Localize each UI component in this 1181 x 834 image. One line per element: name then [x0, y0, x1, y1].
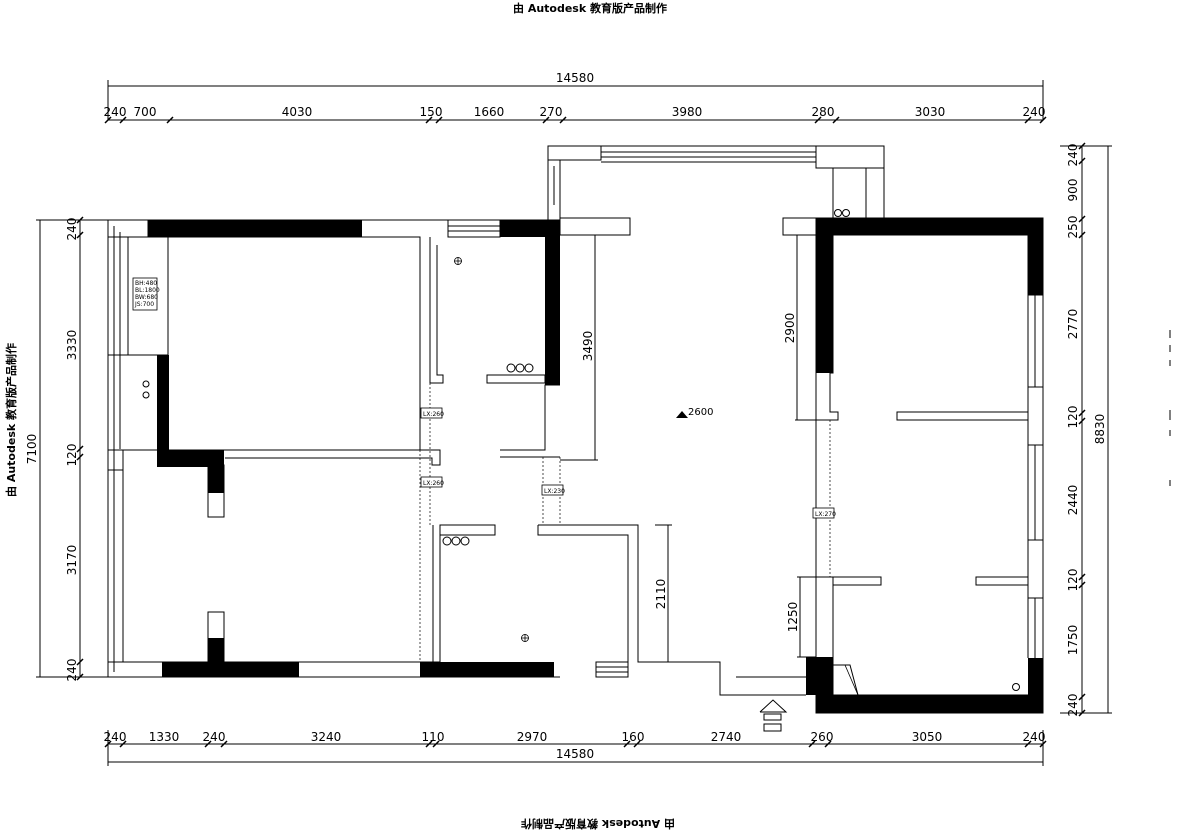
interior-dimensions [560, 234, 816, 663]
dim-interior-2110: 2110 [654, 579, 668, 610]
dim-right-3: 2770 [1066, 309, 1080, 340]
dim-top-2: 4030 [282, 105, 313, 119]
dim-right-1: 900 [1066, 179, 1080, 202]
dim-right-total: 8830 [1093, 414, 1107, 445]
watermark-top-partial: 由 Autodesk 教育版产品制作 [513, 1, 667, 15]
cabinet-tag-line-3: BW:680 [135, 294, 158, 301]
drain-icon [1012, 683, 1020, 691]
cabinet-tag-line-1: BH:480 [135, 280, 157, 287]
fixture-circles [142, 209, 1020, 691]
dim-right-7: 1750 [1066, 625, 1080, 656]
dim-left-4: 240 [65, 659, 79, 682]
drain-icon [142, 391, 150, 399]
elevation-label: 2600 [688, 407, 713, 418]
dim-right-5: 2440 [1066, 485, 1080, 516]
drain-icon [834, 209, 842, 217]
beam-tag-2: LX:260 [420, 476, 444, 488]
watermark-left: 由 Autodesk 教育版产品制作 [4, 343, 18, 497]
dim-bottom-7: 2740 [711, 730, 742, 744]
beam-tag-3: LX:230 [541, 484, 565, 496]
dim-left-3: 3170 [65, 545, 79, 576]
dim-top-1: 700 [134, 105, 157, 119]
beam-tag-2-label: LX:260 [423, 480, 444, 487]
dim-right-6: 120 [1066, 569, 1080, 592]
dim-left-2: 120 [65, 444, 79, 467]
dim-bottom-1: 1330 [149, 730, 180, 744]
dim-bottom-9: 3050 [912, 730, 943, 744]
beam-lines [419, 383, 831, 662]
dim-top-total: 14580 [556, 71, 594, 85]
dim-top-3: 150 [420, 105, 443, 119]
dim-top-7: 280 [812, 105, 835, 119]
dim-bottom-10: 240 [1023, 730, 1046, 744]
dimension-lines [36, 80, 1112, 766]
beam-tag-4: LX:270 [812, 507, 836, 519]
cabinet-tag: BH:480 BL:1800 BW:680 JS:700 [132, 277, 160, 311]
drain-icon [842, 209, 850, 217]
cabinet-tag-line-4: JS:700 [134, 301, 154, 308]
outlet-icon [506, 363, 516, 373]
beam-tag-3-label: LX:230 [544, 488, 565, 495]
solid-walls [148, 218, 1043, 713]
dim-right-2: 250 [1066, 216, 1080, 239]
dim-bottom-5: 2970 [517, 730, 548, 744]
dim-bottom-2: 240 [203, 730, 226, 744]
dim-bottom-3: 3240 [311, 730, 342, 744]
dim-left-0: 240 [65, 218, 79, 241]
dim-bottom-total: 14580 [556, 747, 594, 761]
dim-bottom-8: 260 [811, 730, 834, 744]
drain-icon [142, 380, 150, 388]
beam-tag-1: LX:260 [420, 407, 444, 419]
outlet-icon [442, 536, 452, 546]
dim-top-5: 270 [540, 105, 563, 119]
dim-left-total: 7100 [25, 434, 39, 465]
dim-right-4: 120 [1066, 406, 1080, 429]
dim-interior-3490: 3490 [581, 331, 595, 362]
dim-interior-2900: 2900 [783, 313, 797, 344]
outlet-icon [524, 363, 534, 373]
dim-bottom-4: 110 [422, 730, 445, 744]
dim-top-9: 240 [1023, 105, 1046, 119]
dim-bottom-0: 240 [104, 730, 127, 744]
dim-top-6: 3980 [672, 105, 703, 119]
dim-right-8: 240 [1066, 694, 1080, 717]
outlet-icon [451, 536, 461, 546]
dim-left-1: 3330 [65, 330, 79, 361]
beam-tag-1-label: LX:260 [423, 411, 444, 418]
watermark-bottom: 由 Autodesk 教育版产品制作 [521, 817, 675, 831]
outlet-icon [460, 536, 470, 546]
dim-top-4: 1660 [474, 105, 505, 119]
dim-bottom-6: 160 [622, 730, 645, 744]
dimension-ticks [76, 116, 1086, 748]
elevation-marker-icon [676, 411, 688, 418]
outlet-icon [515, 363, 525, 373]
beam-tag-4-label: LX:270 [815, 511, 836, 518]
dim-right-0: 240 [1066, 144, 1080, 167]
dim-interior-1250: 1250 [786, 602, 800, 633]
dim-top-0: 240 [104, 105, 127, 119]
dim-top-8: 3030 [915, 105, 946, 119]
floor-drain-icons [454, 257, 529, 642]
cabinet-tag-line-2: BL:1800 [135, 287, 160, 294]
